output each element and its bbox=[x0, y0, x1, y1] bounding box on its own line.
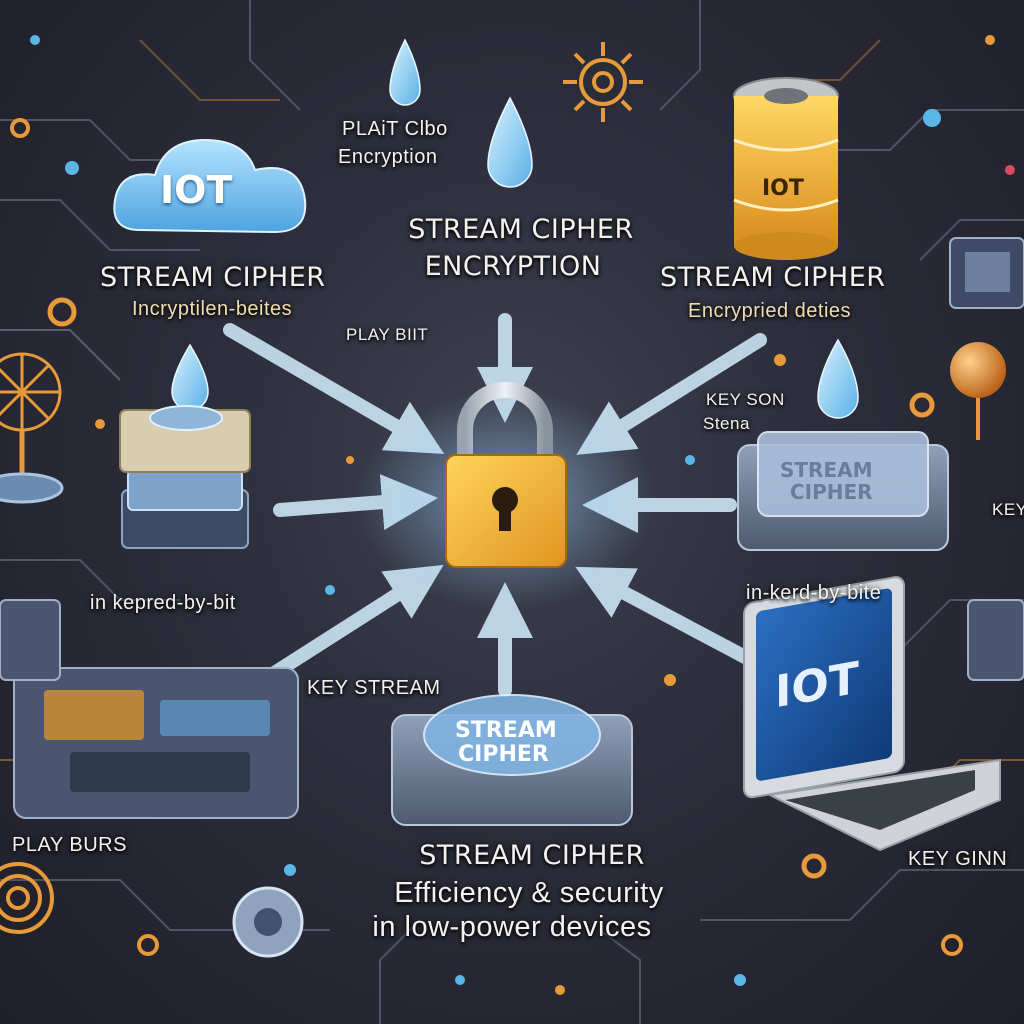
chip-right-label-line1: STREAM bbox=[780, 458, 873, 482]
padlock-icon bbox=[445, 382, 567, 568]
processor-chip-icon bbox=[949, 237, 1024, 309]
chip-right-label-line2: CIPHER bbox=[790, 480, 873, 504]
key-stream-label: KEY STREAM bbox=[307, 677, 441, 699]
cloud-icon bbox=[113, 138, 307, 234]
circuit-board-icon bbox=[13, 667, 299, 819]
chip-bottom-label-line2: CIPHER bbox=[458, 742, 549, 767]
database-label: IOT bbox=[762, 176, 804, 201]
stream-cipher-chip-right bbox=[737, 431, 949, 551]
laptop-icon bbox=[743, 576, 1001, 852]
left-header-subtitle: Incryptilen-beites bbox=[132, 298, 293, 320]
footer-line2: in low-power devices bbox=[372, 911, 652, 943]
left-header-title: STREAM CIPHER bbox=[100, 262, 326, 293]
diagram-title-line2: ENCRYPTION bbox=[424, 251, 602, 282]
wind-turbine-icon bbox=[0, 352, 64, 504]
right-header-title: STREAM CIPHER bbox=[660, 262, 886, 293]
orb-icon bbox=[950, 342, 1006, 440]
footer-line1: Efficiency & security bbox=[394, 877, 664, 909]
top-center-label-line1: PLAiT Clbo bbox=[342, 118, 448, 140]
server-stack-icon bbox=[119, 405, 251, 549]
diagram-title-line1: STREAM CIPHER bbox=[408, 214, 634, 245]
spiral-coin-icon bbox=[0, 862, 54, 934]
key-son-label-line2: Stena bbox=[703, 414, 750, 433]
left-bit-label: in kepred-by-bit bbox=[90, 592, 236, 614]
round-node-icon bbox=[232, 886, 304, 958]
right-header-subtitle: Encrypried deties bbox=[688, 300, 852, 322]
top-center-label-line2: Encryption bbox=[338, 146, 438, 168]
key-edge-label: KEY bbox=[992, 500, 1024, 519]
water-drop-icons bbox=[171, 38, 859, 419]
flow-arrows bbox=[223, 313, 767, 702]
gear-icon bbox=[563, 42, 643, 122]
stream-cipher-chip-bottom bbox=[391, 694, 633, 826]
footer-title: STREAM CIPHER bbox=[419, 840, 645, 871]
chip-bottom-label-line1: STREAM bbox=[455, 718, 557, 743]
cloud-label: IOT bbox=[160, 168, 233, 212]
database-icon bbox=[733, 77, 839, 260]
key-son-label-line1: KEY SON bbox=[706, 390, 785, 409]
play-bars-label: PLAY BURS bbox=[12, 834, 127, 856]
key-ginn-label: KEY GINN bbox=[908, 848, 1008, 870]
left-edge-chip-icon bbox=[0, 599, 61, 681]
right-edge-chip-icon bbox=[967, 599, 1024, 681]
circuit-nodes bbox=[10, 35, 1015, 995]
play-bit-label: PLAY BIIT bbox=[346, 325, 429, 344]
right-byte-label: in-kerd-by-bite bbox=[746, 582, 882, 604]
